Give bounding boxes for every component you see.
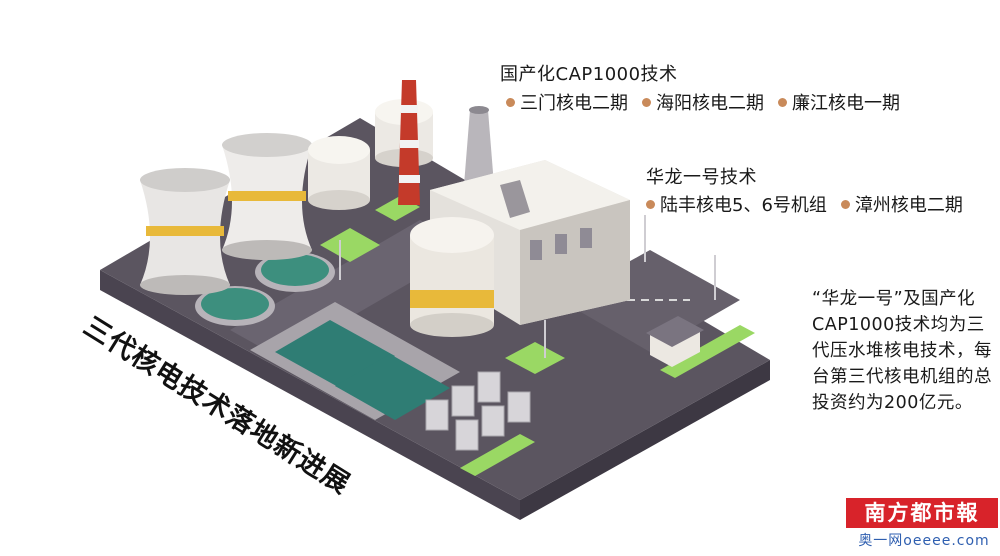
bullet-dot-icon — [642, 97, 651, 107]
cooling-tower — [140, 168, 230, 295]
plant-base-side — [100, 270, 520, 520]
bullet-dot-icon — [840, 199, 850, 209]
site-watermark: 奥一网oeeee.com — [858, 533, 990, 549]
settling-pool — [335, 354, 450, 420]
project-label: 廉江核电一期 — [792, 93, 900, 114]
bullet-dot-icon — [646, 199, 655, 209]
side-note: “华龙一号”及国产化CAP1000技术均为三代压水堆核电技术，每台第三代核电机组… — [812, 289, 992, 413]
bullet-dot-icon — [506, 97, 515, 107]
storage-tank — [308, 136, 370, 210]
newspaper-logo: 南方都市報 — [846, 498, 998, 528]
bullet-dot-icon — [778, 97, 787, 107]
project-label: 漳州核电二期 — [854, 195, 963, 216]
grey-chimney — [464, 106, 494, 185]
project-item: 海阳核电二期 — [642, 89, 764, 115]
hualong-heading: 华龙一号技术 — [646, 167, 757, 188]
plant-base-side-right — [520, 360, 770, 520]
grass-patch — [320, 228, 380, 262]
hualong-project-list: 陆丰核电5、6号机组 漳州核电二期 — [646, 191, 977, 217]
grass-patch — [505, 342, 565, 374]
project-label: 陆丰核电5、6号机组 — [660, 195, 827, 216]
cap1000-heading: 国产化CAP1000技术 — [500, 64, 678, 85]
clarifier-tank — [261, 254, 329, 286]
project-item: 廉江核电一期 — [778, 89, 900, 115]
grass-patch — [460, 434, 535, 476]
transformer-units — [425, 371, 531, 451]
project-item: 陆丰核电5、6号机组 — [646, 191, 827, 217]
project-label: 三门核电二期 — [520, 93, 628, 114]
gatehouse — [646, 316, 704, 367]
project-item: 三门核电二期 — [506, 89, 628, 115]
light-poles — [339, 215, 716, 358]
reactor-containment — [410, 217, 494, 337]
cap1000-project-list: 三门核电二期 海阳核电二期 廉江核电一期 — [506, 89, 914, 115]
cooling-tower — [222, 133, 312, 260]
clarifier-tank — [201, 288, 269, 320]
red-white-chimney — [398, 80, 420, 205]
grass-patch — [660, 325, 755, 378]
project-item: 漳州核电二期 — [840, 191, 963, 217]
project-label: 海阳核电二期 — [656, 93, 764, 114]
